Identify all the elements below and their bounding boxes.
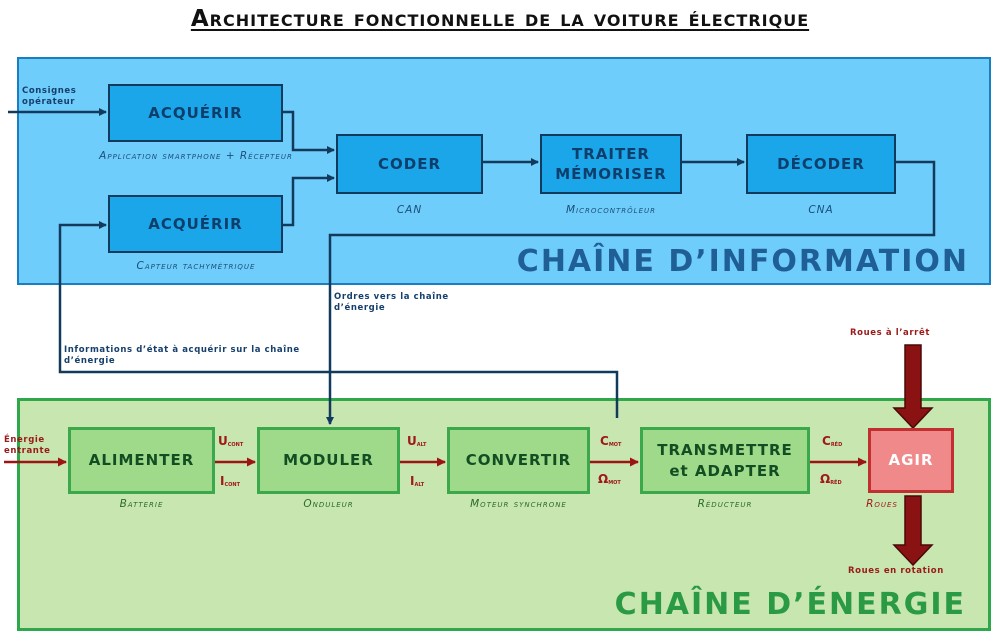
acquerir-block-2-label: ACQUÉRIR	[148, 214, 243, 233]
wheels-out-label: Roues en rotation	[848, 566, 944, 576]
i-alt-symbol: I	[410, 474, 415, 488]
coder-block: CODER	[336, 134, 483, 194]
w-mot-symbol: Ω	[598, 472, 609, 486]
i-cont-symbol: I	[220, 474, 225, 488]
energy-input-label: Énergie entrante	[4, 435, 51, 456]
transmettre-block-sub: Réducteur	[697, 498, 753, 510]
c-mot-label: Cmot	[600, 434, 621, 448]
decoder-block-sub: CNA	[808, 204, 834, 216]
convertir-block-sub: Moteur synchrone	[470, 498, 567, 510]
alimenter-block-label: ALIMENTER	[88, 451, 195, 470]
information-chain-title: CHAÎNE D’INFORMATION	[516, 244, 969, 279]
traiter-block-label: TRAITER MÉMORISER	[555, 144, 667, 183]
transmettre-block: TRANSMETTRE et ADAPTER	[640, 427, 810, 494]
moduler-block-sub: Onduleur	[303, 498, 354, 510]
decoder-block-label: DÉCODER	[777, 154, 865, 173]
acquerir-block-1: ACQUÉRIR	[108, 84, 283, 142]
coder-block-label: CODER	[377, 154, 441, 173]
u-alt-index: alt	[416, 440, 427, 448]
moduler-block: MODULER	[257, 427, 400, 494]
c-red-index: réd	[830, 440, 843, 448]
c-mot-index: mot	[608, 440, 622, 448]
alimenter-block: ALIMENTER	[68, 427, 215, 494]
w-red-index: réd	[830, 478, 842, 486]
i-alt-label: Ialt	[410, 474, 424, 488]
u-alt-symbol: U	[407, 434, 417, 448]
w-mot-index: mot	[608, 478, 621, 486]
c-red-symbol: C	[822, 434, 831, 448]
moduler-block-label: MODULER	[283, 451, 374, 470]
i-alt-index: alt	[414, 480, 425, 488]
acquerir-block-2: ACQUÉRIR	[108, 195, 283, 253]
orders-label: Ordres vers la chaîne d’énergie	[334, 292, 449, 313]
traiter-block-sub: Microcontrôleur	[566, 204, 656, 216]
acquerir-block-2-sub: Capteur tachymétrique	[136, 260, 256, 272]
acquerir-block-1-sub: Application smartphone + Récepteur	[99, 150, 293, 162]
page-title: Architecture fonctionnelle de la voiture…	[190, 6, 810, 32]
c-mot-symbol: C	[600, 434, 609, 448]
decoder-block: DÉCODER	[746, 134, 896, 194]
c-red-label: Créd	[822, 434, 842, 448]
w-mot-label: Ωmot	[598, 472, 621, 486]
acquerir-block-1-label: ACQUÉRIR	[148, 103, 243, 122]
feedback-label: Informations d’état à acquérir sur la ch…	[64, 345, 300, 366]
energy-chain-title: CHAÎNE D’ÉNERGIE	[614, 587, 966, 622]
u-cont-index: cont	[227, 440, 244, 448]
w-red-label: Ωréd	[820, 472, 842, 486]
alimenter-block-sub: Batterie	[119, 498, 164, 510]
agir-block-sub: Roues	[866, 498, 898, 510]
i-cont-label: Icont	[220, 474, 240, 488]
i-cont-index: cont	[224, 480, 240, 488]
w-red-symbol: Ω	[820, 472, 831, 486]
agir-block-label: AGIR	[888, 451, 934, 470]
transmettre-block-label: TRANSMETTRE et ADAPTER	[657, 441, 793, 480]
convertir-block-label: CONVERTIR	[465, 451, 572, 470]
convertir-block: CONVERTIR	[447, 427, 590, 494]
agir-block: AGIR	[868, 428, 954, 493]
u-cont-label: Ucont	[218, 434, 243, 448]
u-cont-symbol: U	[218, 434, 228, 448]
consignes-label: Consignes opérateur	[22, 86, 77, 107]
traiter-block: TRAITER MÉMORISER	[540, 134, 682, 194]
u-alt-label: Ualt	[407, 434, 426, 448]
coder-block-sub: CAN	[396, 204, 423, 216]
wheels-in-label: Roues à l’arrêt	[850, 328, 931, 338]
